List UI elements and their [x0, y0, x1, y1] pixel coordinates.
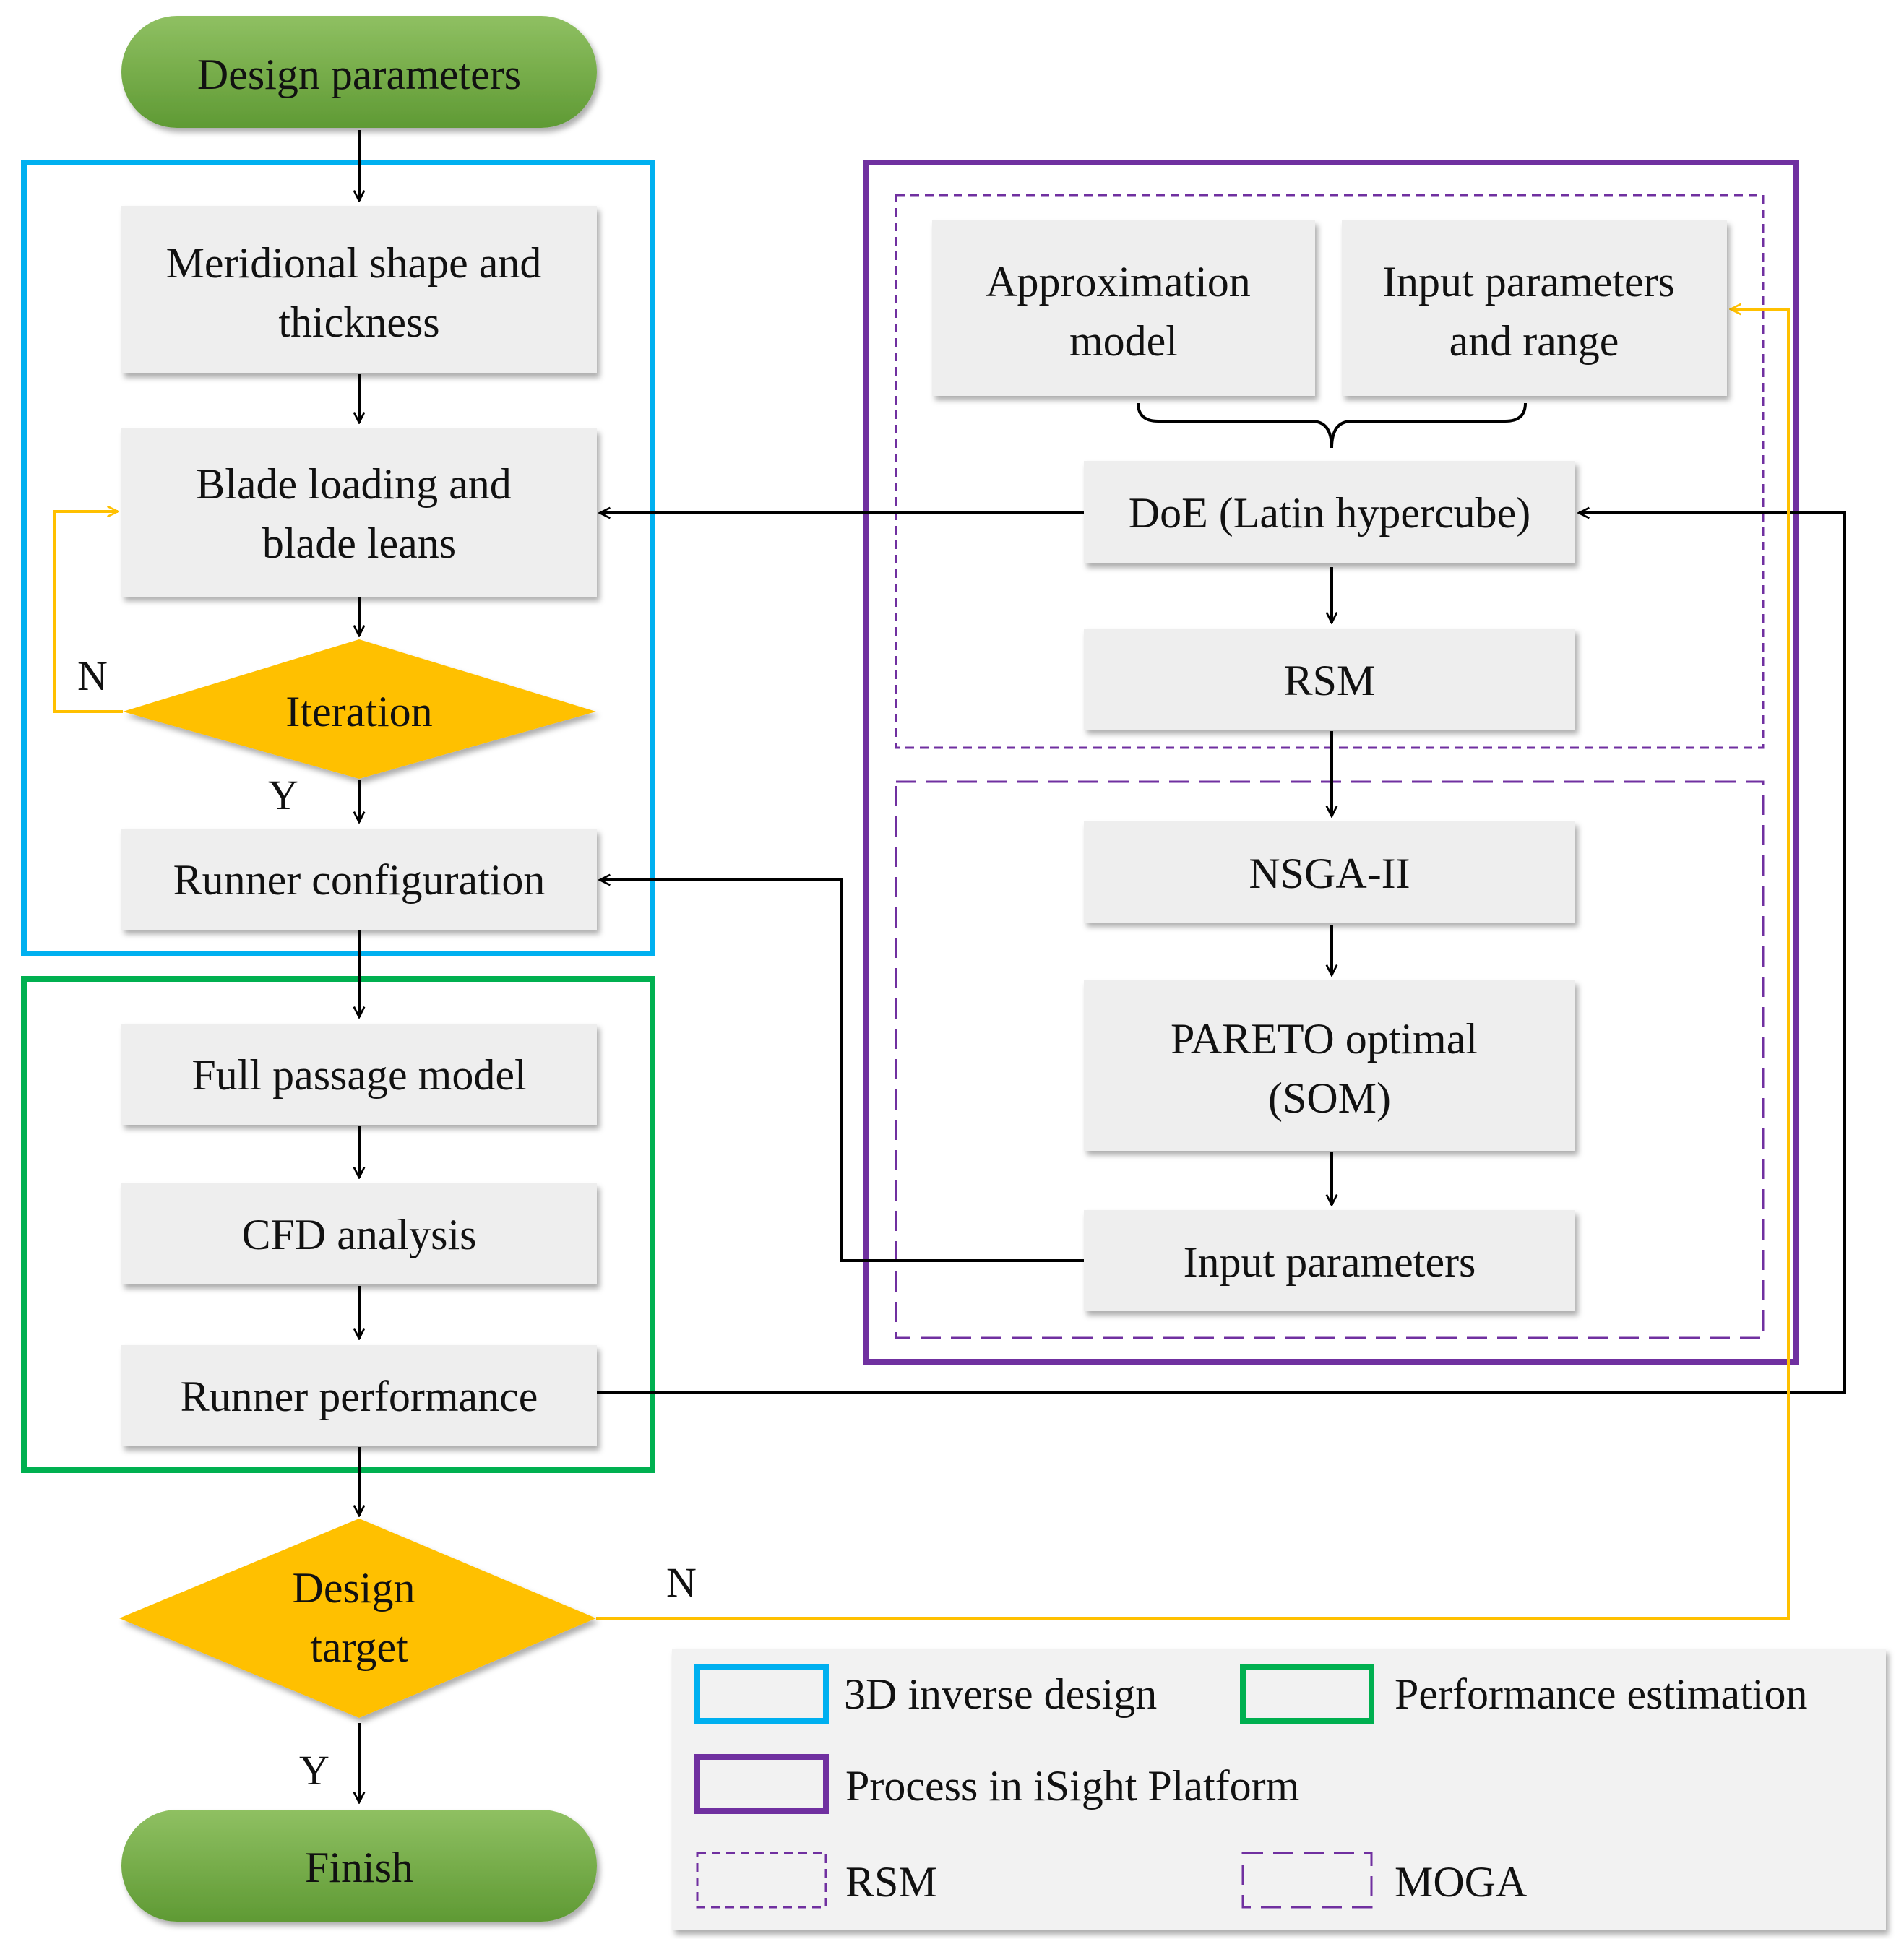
svg-text:Runner performance: Runner performance: [181, 1373, 538, 1420]
svg-text:Input parameters: Input parameters: [1184, 1238, 1476, 1286]
inverse-design-frame: [21, 160, 655, 956]
box-rsm: RSM: [1084, 629, 1575, 730]
approx-line-1: Approximation: [986, 258, 1251, 306]
svg-text:Finish: Finish: [305, 1844, 413, 1891]
decision-iteration: Iteration: [123, 639, 596, 779]
legend-panel: [672, 1649, 1886, 1930]
isight-frame: [863, 160, 1799, 1365]
edge-input-runner: [600, 880, 1084, 1262]
terminal-start: Design parameters: [121, 16, 597, 128]
svg-text:Iteration: Iteration: [285, 688, 432, 735]
terminal-finish: Finish: [121, 1810, 597, 1922]
runner-perf-label: Runner performance: [181, 1373, 538, 1420]
box-input-parameters: Input parameters: [1084, 1210, 1575, 1311]
legend-label-moga: MOGA: [1395, 1858, 1527, 1906]
box-doe: DoE (Latin hypercube): [1084, 461, 1575, 563]
legend-swatch-inverse-design: [694, 1664, 829, 1724]
design-target-line-1: Design: [293, 1564, 415, 1612]
performance-frame: [21, 976, 655, 1473]
box-pareto: PARETO optimal (SOM): [1084, 980, 1575, 1151]
svg-text:NSGA-II: NSGA-II: [1249, 850, 1410, 897]
svg-text:CFD analysis: CFD analysis: [241, 1211, 476, 1258]
box-blade-loading: Blade loading and blade leans: [121, 428, 597, 597]
moga-frame: [895, 780, 1765, 1339]
legend-label-isight: Process in iSight Platform: [845, 1762, 1299, 1810]
svg-text:Design parameters: Design parameters: [197, 51, 521, 98]
approx-line-2: model: [1069, 317, 1178, 365]
edge-iteration-no: [53, 511, 123, 713]
pareto-line-1: PARETO optimal: [1171, 1015, 1478, 1063]
legend-swatch-isight: [694, 1754, 829, 1814]
input-range-line-2: and range: [1449, 317, 1619, 365]
svg-text:Input parameters and ran: Input parameters and range: [1382, 258, 1686, 365]
meridional-line-2: thickness: [278, 298, 439, 346]
target-no-label: N: [666, 1559, 697, 1606]
start-label: Design parameters: [197, 51, 521, 98]
legend-label-rsm: RSM: [845, 1858, 937, 1906]
edge-target-no: [596, 309, 1790, 1620]
legend-label-performance: Performance estimation: [1395, 1670, 1807, 1718]
svg-text:Meridional shape and thi: Meridional shape and thickness: [166, 239, 553, 346]
design-target-line-2: target: [310, 1623, 408, 1671]
meridional-line-1: Meridional shape and: [166, 239, 542, 287]
svg-text:Design target: Design target: [293, 1564, 426, 1671]
svg-text:Full passage model: Full passage model: [191, 1051, 526, 1099]
box-runner-configuration: Runner configuration: [121, 829, 597, 930]
input-range-line-1: Input parameters: [1382, 258, 1675, 306]
target-yes-label: Y: [299, 1747, 329, 1794]
iteration-no-label: N: [77, 652, 108, 699]
rsm-frame: [895, 194, 1765, 749]
doe-label: DoE (Latin hypercube): [1129, 489, 1530, 537]
box-cfd-analysis: CFD analysis: [121, 1183, 597, 1284]
box-meridional: Meridional shape and thickness: [121, 206, 597, 373]
box-full-passage: Full passage model: [121, 1024, 597, 1125]
nsga-label: NSGA-II: [1249, 850, 1410, 897]
full-passage-label: Full passage model: [191, 1051, 526, 1099]
blade-loading-line-1: Blade loading and: [196, 460, 512, 508]
box-input-range: Input parameters and range: [1342, 220, 1727, 396]
cfd-label: CFD analysis: [241, 1211, 476, 1258]
svg-text:PARETO optimal (SOM): PARETO optimal (SOM): [1171, 1015, 1489, 1122]
svg-text:Approximation model: Approximation model: [986, 258, 1262, 365]
svg-text:DoE (Latin hypercube): DoE (Latin hypercube): [1129, 489, 1530, 537]
legend-swatch-rsm: [696, 1852, 827, 1909]
decision-design-target: Design target: [119, 1519, 596, 1718]
legend: 3D inverse design Performance estimation…: [672, 1649, 1886, 1930]
input-params-label: Input parameters: [1184, 1238, 1476, 1286]
finish-label: Finish: [305, 1844, 413, 1891]
svg-text:RSM: RSM: [1284, 657, 1376, 704]
svg-text:Runner configuration: Runner configuration: [173, 856, 546, 904]
legend-swatch-moga: [1241, 1852, 1373, 1909]
runner-config-label: Runner configuration: [173, 856, 546, 904]
blade-loading-line-2: blade leans: [262, 519, 456, 567]
iteration-yes-label: Y: [268, 772, 298, 819]
iteration-label: Iteration: [285, 688, 432, 735]
pareto-line-2: (SOM): [1268, 1074, 1391, 1122]
box-approximation-model: Approximation model: [932, 220, 1315, 396]
rsm-label: RSM: [1284, 657, 1376, 704]
legend-label-inverse-design: 3D inverse design: [844, 1670, 1157, 1718]
box-nsga: NSGA-II: [1084, 821, 1575, 923]
merge-brace: [1137, 402, 1527, 449]
edge-perf-doe: [596, 513, 1846, 1394]
legend-swatch-performance: [1240, 1664, 1374, 1724]
box-runner-performance: Runner performance: [121, 1345, 597, 1446]
svg-text:Blade loading and blade: Blade loading and blade leans: [196, 460, 522, 567]
